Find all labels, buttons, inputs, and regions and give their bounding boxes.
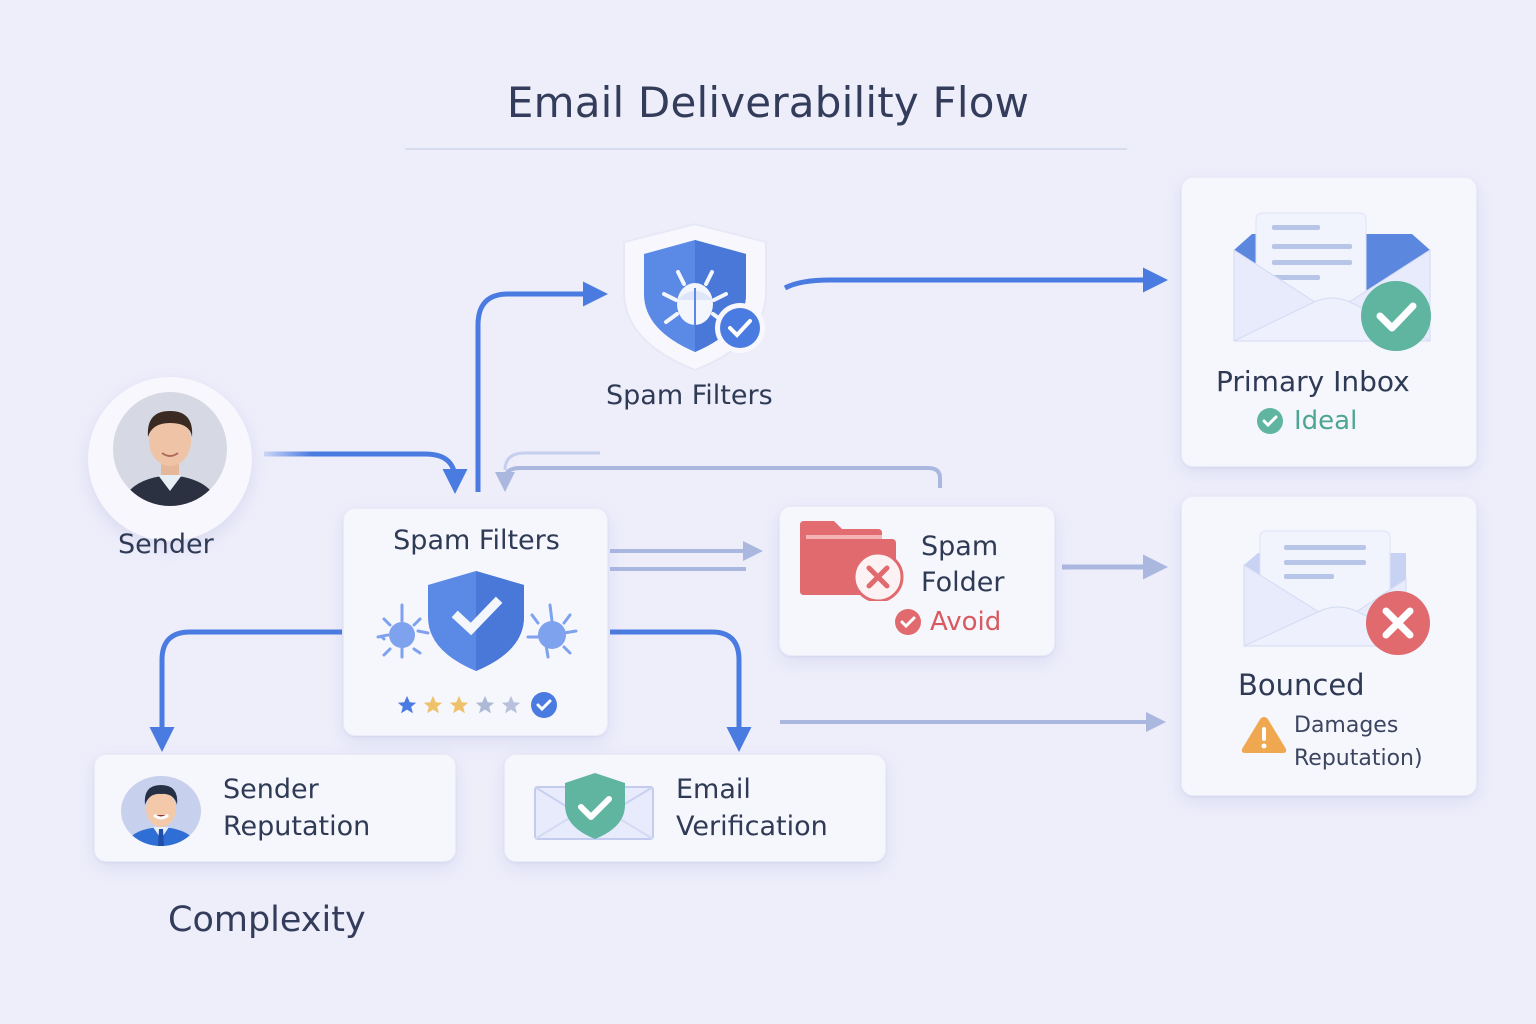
- edge-spam-filters-to-verification: [610, 629, 752, 752]
- bounced-note-line2: Reputation): [1294, 746, 1423, 771]
- edge-top-filter-to-inbox: [783, 267, 1168, 293]
- bounced-note: Damages Reputation): [1294, 709, 1423, 775]
- star-icon-filled-blue: [397, 695, 417, 714]
- primary-inbox-card[interactable]: Primary Inbox Ideal: [1181, 177, 1477, 467]
- spam-folder-label-line2: Folder: [921, 567, 1005, 598]
- spam-folder-card[interactable]: Spam Folder Avoid: [779, 506, 1055, 656]
- email-verification-card[interactable]: Email Verification: [504, 754, 886, 862]
- sender-avatar-icon: [113, 392, 227, 506]
- spam-folder-label-line1: Spam: [921, 531, 999, 562]
- spam-filters-card[interactable]: Spam Filters: [343, 508, 608, 736]
- edge-sender-to-spam-filters: [264, 451, 468, 494]
- complexity-label: Complexity: [168, 900, 366, 940]
- edge-spam-filters-to-top-filter: [475, 281, 608, 492]
- edge-spam-filters-to-reputation: [149, 629, 342, 752]
- bounced-label: Bounced: [1238, 668, 1365, 702]
- virus-icon-right: [526, 603, 578, 659]
- primary-inbox-label: Primary Inbox: [1216, 365, 1410, 398]
- edge-loop-faint: [503, 451, 600, 471]
- warning-icon: [1241, 717, 1287, 753]
- sender-reputation-label: Sender Reputation: [223, 771, 370, 845]
- bounced-note-line1: Damages: [1294, 713, 1399, 738]
- email-verification-label-line1: Email: [676, 774, 751, 805]
- verified-check-icon: [531, 692, 557, 718]
- email-verification-label-line2: Verification: [676, 811, 828, 842]
- inbox-status: Ideal: [1256, 406, 1357, 436]
- star-icon-filled-gold: [423, 695, 443, 714]
- spam-folder-status-text: Avoid: [930, 607, 1002, 637]
- diagram-title: Email Deliverability Flow: [506, 78, 1030, 127]
- check-circle-icon: [1257, 408, 1283, 434]
- spam-folder-label: Spam Folder: [921, 529, 1004, 601]
- bounced-card[interactable]: Bounced Damages Reputation): [1181, 496, 1477, 796]
- envelope-x-icon: [1243, 530, 1430, 655]
- top-spam-filter-node[interactable]: [618, 222, 772, 372]
- check-circle-red-icon: [895, 609, 921, 635]
- sender-node[interactable]: [88, 377, 252, 541]
- title-divider: [405, 148, 1127, 150]
- businessman-avatar-icon: [121, 776, 201, 846]
- inbox-status-text: Ideal: [1294, 406, 1358, 436]
- shield-check-icon: [376, 571, 578, 671]
- sender-reputation-label-line2: Reputation: [223, 811, 371, 842]
- spam-filters-label: Spam Filters: [393, 525, 560, 556]
- shield-bug-check-icon: [623, 222, 767, 372]
- star-icon-empty: [475, 695, 495, 714]
- edge-spam-folder-loop: [495, 466, 942, 492]
- folder-x-icon: [800, 521, 904, 601]
- envelope-check-icon: [1233, 212, 1431, 351]
- star-icon-empty: [501, 695, 521, 714]
- spam-folder-status: Avoid: [894, 607, 1001, 637]
- sender-reputation-card[interactable]: Sender Reputation: [94, 754, 456, 862]
- envelope-shield-icon: [534, 773, 654, 840]
- star-icon-filled-gold: [449, 695, 469, 714]
- sender-reputation-label-line1: Sender: [223, 774, 319, 805]
- sender-label: Sender: [118, 529, 214, 560]
- virus-icon-left: [376, 603, 430, 659]
- email-verification-label: Email Verification: [676, 771, 828, 845]
- top-spam-filter-label: Spam Filters: [606, 380, 773, 411]
- rating-stars: [396, 691, 558, 719]
